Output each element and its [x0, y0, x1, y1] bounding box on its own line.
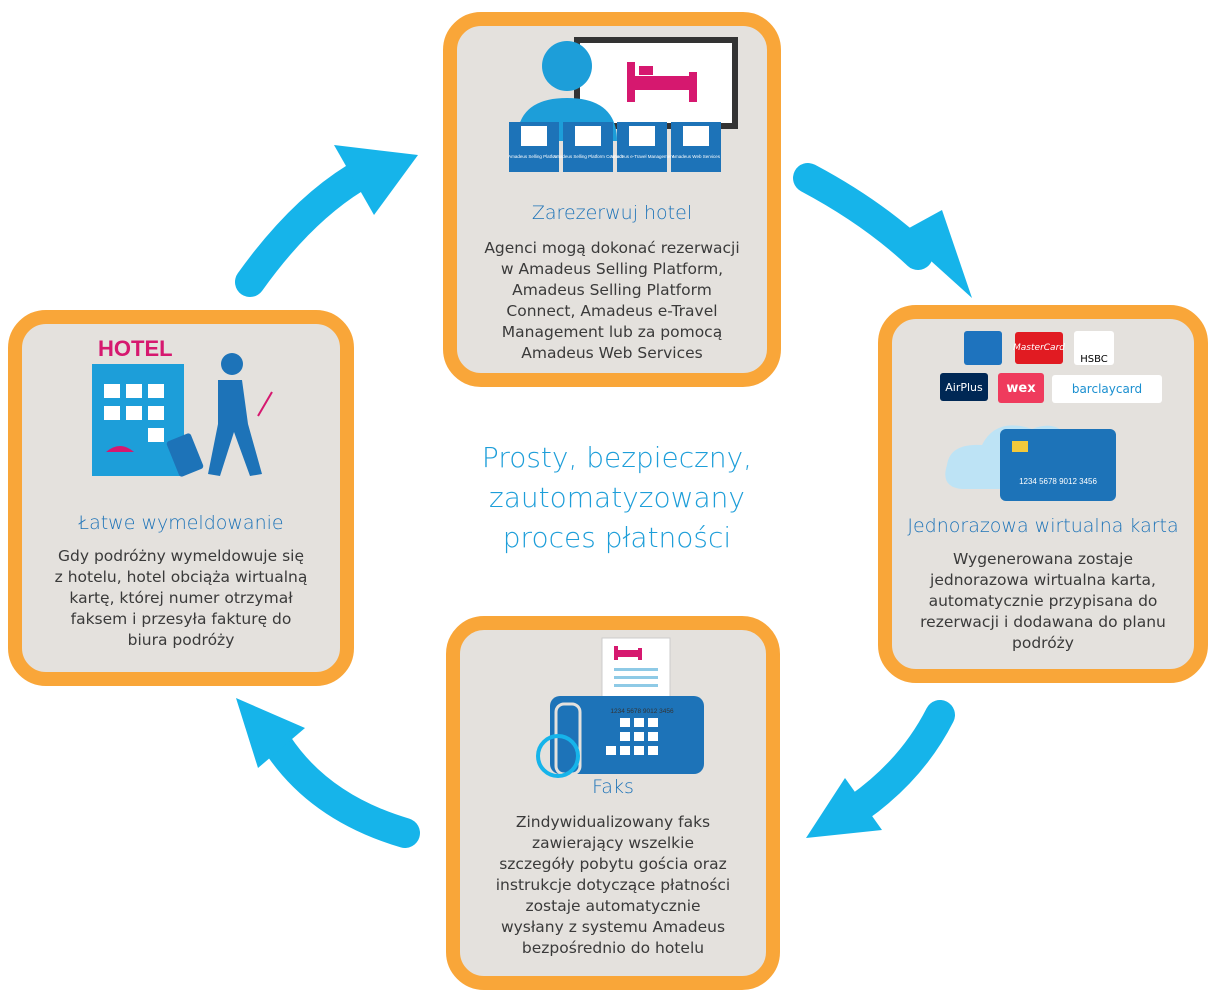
arrowhead-bottom-left: [236, 698, 305, 768]
fax-card-number: 1234 5678 9012 3456: [610, 708, 674, 715]
airplus-logo: AirPlus: [940, 373, 988, 401]
arrowhead-top-right: [900, 210, 972, 298]
step-body: Gdy podróżny wymeldowuje się z hotelu, h…: [54, 547, 308, 649]
step-book-hotel: Amadeus Selling Platform Amadeus Selling…: [443, 12, 781, 387]
cloud-card-illustration: 1234 5678 9012 3456: [945, 425, 1116, 501]
step-body: Agenci mogą dokonać rezerwacji w Amadeus…: [484, 239, 740, 362]
wex-logo: wex: [998, 373, 1044, 403]
bed-icon: [627, 62, 697, 102]
arrowhead-top-left: [334, 145, 418, 215]
step-body: Wygenerowana zostaje jednorazowa wirtual…: [920, 550, 1166, 652]
hotel-sign: HOTEL: [98, 336, 173, 361]
step-virtual-card: MasterCard HSBC AirPlus wex barclaycard …: [878, 305, 1208, 683]
hotel-checkout-illustration: HOTEL: [92, 336, 273, 477]
step-title: Jednorazowa wirtualna karta: [907, 515, 1179, 537]
hsbc-logo: HSBC: [1074, 331, 1114, 365]
tile-label-1: Amadeus Selling Platform: [508, 154, 560, 159]
step-title: Zarezerwuj hotel: [531, 202, 693, 224]
card-number: 1234 5678 9012 3456: [1019, 477, 1097, 486]
amex-logo: [964, 331, 1002, 365]
arrowhead-bottom-right: [806, 778, 882, 838]
tile-label-3: Amadeus e-Travel Management: [610, 154, 675, 159]
step-fax: 1234 5678 9012 3456 Faks Zindywidualizow…: [446, 616, 780, 990]
arrow-top-left: [235, 163, 370, 297]
fax-illustration: 1234 5678 9012 3456: [536, 637, 704, 778]
center-tagline: Prosty, bezpieczny, zautomatyzowany proc…: [481, 441, 753, 554]
mastercard-logo: MasterCard: [1013, 332, 1065, 364]
step-title: Łatwe wymeldowanie: [78, 512, 284, 534]
platform-tiles: [509, 122, 721, 172]
fax-machine-icon: [536, 696, 704, 778]
step-checkout: HOTEL Łatwe wymeldowanie Gdy podróżny wy…: [8, 310, 354, 686]
step-body: Zindywidualizowany faks zawierający wsze…: [495, 813, 731, 957]
hotel-building-icon: [92, 364, 184, 476]
arrow-top-right: [793, 163, 933, 270]
traveler-icon: [166, 353, 273, 477]
arrow-bottom-left: [263, 730, 420, 848]
tile-label-4: Amadeus Web Services: [672, 154, 721, 159]
booking-platform-illustration: Amadeus Selling Platform Amadeus Selling…: [508, 37, 738, 172]
barclaycard-logo: barclaycard: [1052, 375, 1162, 403]
step-title: Faks: [592, 776, 634, 798]
arrow-bottom-right: [843, 700, 955, 823]
tile-label-2: Amadeus Selling Platform Connect: [553, 154, 624, 159]
credit-card-icon: [1000, 429, 1116, 501]
